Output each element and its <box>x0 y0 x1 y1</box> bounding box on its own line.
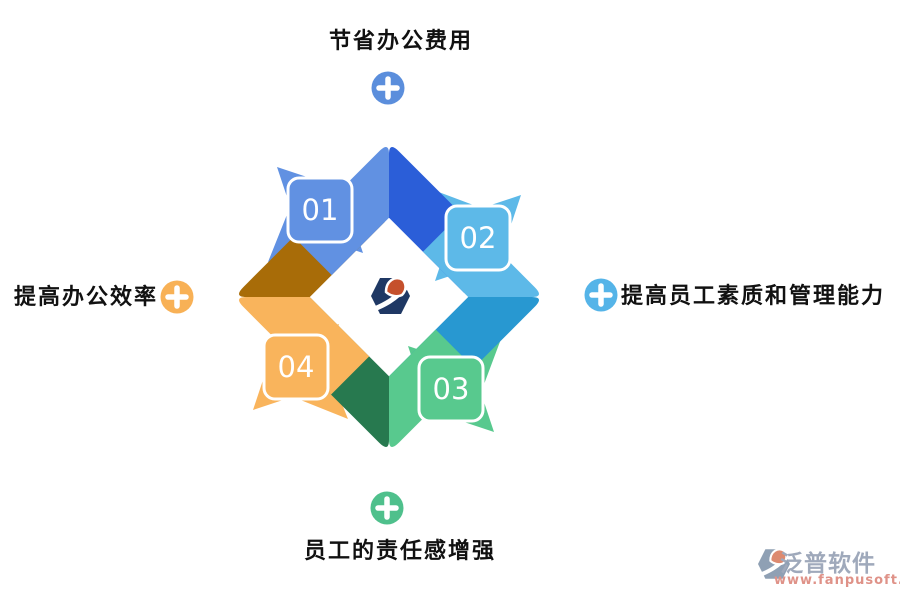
plus-icon-bottom <box>370 491 404 525</box>
arrow-head-4 <box>262 333 330 401</box>
callout-left-label: 提高办公效率 <box>13 285 158 310</box>
callout-top-label: 节省办公费用 <box>328 29 473 54</box>
plus-glyph <box>589 283 613 307</box>
plus-glyph <box>375 496 399 520</box>
watermark-brand: 泛普软件 <box>780 551 876 577</box>
plus-glyph <box>376 76 400 100</box>
plus-icon-right <box>584 278 618 312</box>
plus-glyph <box>165 285 189 309</box>
callout-bottom-label: 员工的责任感增强 <box>303 539 496 564</box>
step-number-3: 03 <box>433 372 470 406</box>
center-logo-icon <box>371 276 410 314</box>
plus-icon-top <box>371 71 405 105</box>
step-numbers: 01 02 03 04 <box>278 193 497 406</box>
step-number-1: 01 <box>302 193 339 227</box>
watermark: 泛普软件 www.fanpusoft.com <box>736 544 900 592</box>
arrow-head-2 <box>444 204 512 272</box>
watermark-logo-sail <box>769 548 788 566</box>
arrow-head-3 <box>417 355 485 423</box>
plus-icon-left <box>160 280 194 314</box>
logo-sail <box>384 276 407 298</box>
step-number-4: 04 <box>278 350 315 384</box>
arrow-heads <box>262 176 512 423</box>
watermark-logo-icon <box>758 548 790 579</box>
step-number-2: 02 <box>460 221 497 255</box>
arrow-head-1 <box>286 176 354 244</box>
watermark-url: www.fanpusoft.com <box>774 573 900 588</box>
callout-right-label: 提高员工素质和管理能力 <box>621 284 886 309</box>
